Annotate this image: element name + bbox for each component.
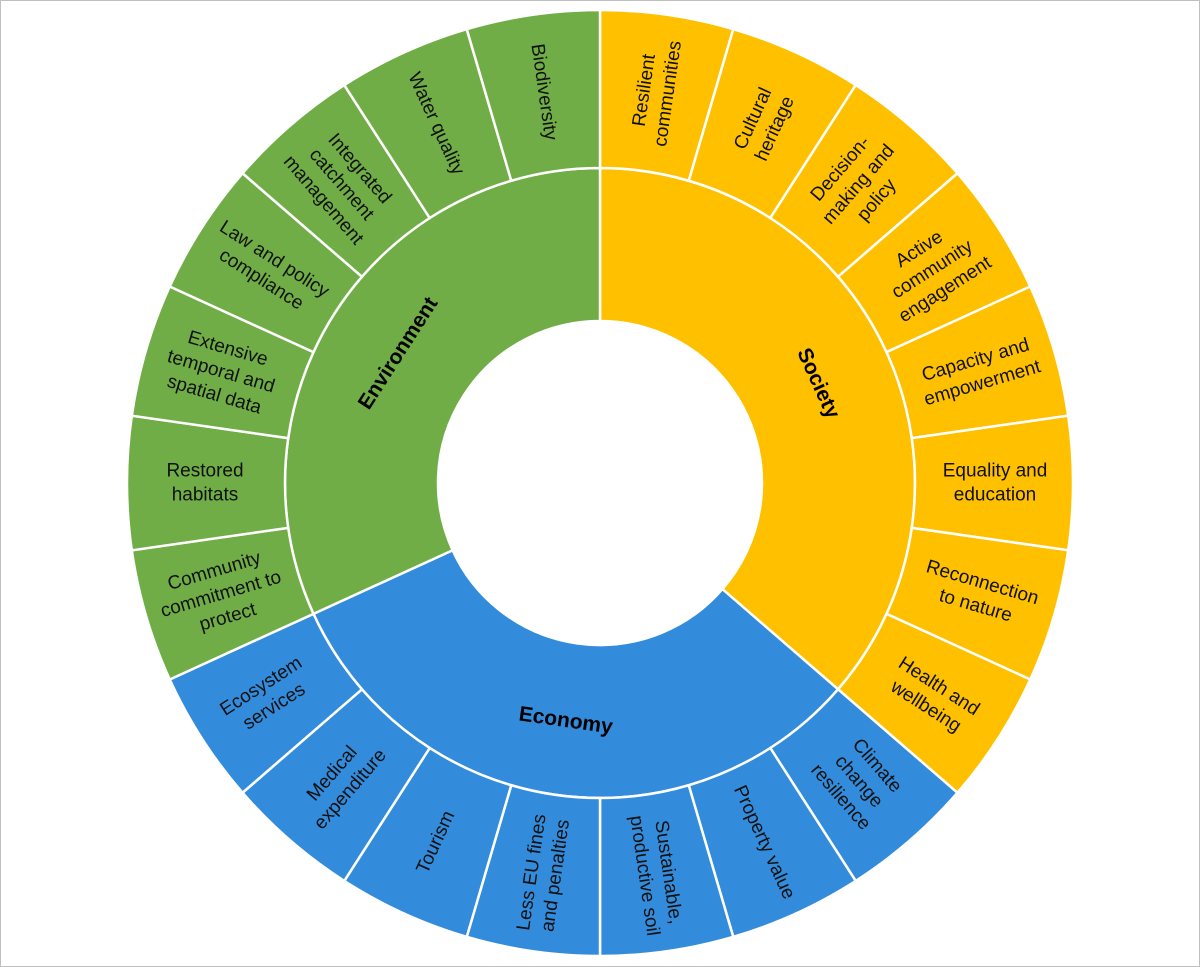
outer-label-line: education — [954, 485, 1036, 506]
inner-ring — [283, 166, 917, 800]
outer-ring — [125, 8, 1075, 958]
outer-label-line: habitats — [172, 485, 239, 506]
outer-segment-biodiversity — [465, 8, 602, 183]
outer-label-line: Restored — [166, 461, 243, 482]
outer-label-line: Equality and — [943, 461, 1048, 482]
outer-label-equality-and-education: Equality and education — [943, 461, 1048, 506]
outer-label-restored-habitats: Restored habitats — [166, 461, 243, 506]
